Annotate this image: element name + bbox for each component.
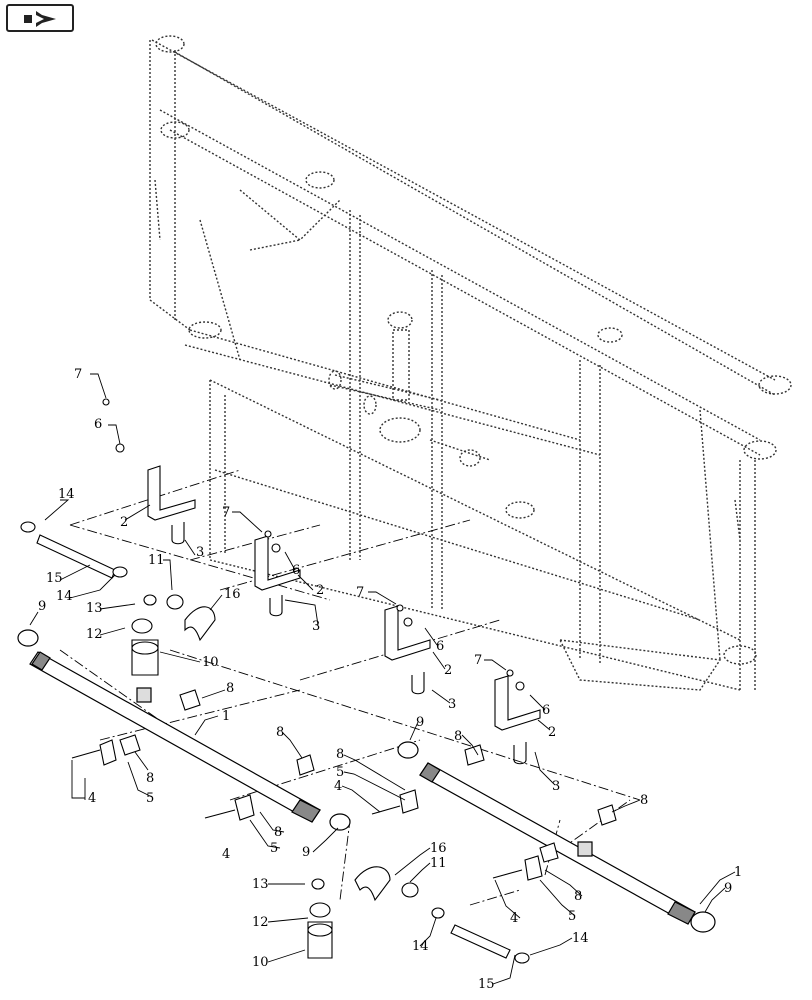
callout-label: 9 [302, 845, 310, 860]
callout-label: 16 [224, 587, 241, 602]
callout-label: 7 [222, 505, 230, 520]
callout-leaders [29, 373, 736, 985]
callout-label: 8 [276, 725, 284, 740]
callout-label: 7 [356, 585, 364, 600]
callout-label: 8 [454, 729, 462, 744]
callout-label: 11 [430, 856, 447, 871]
callout-label: 9 [38, 599, 46, 614]
callout-label: 14 [56, 589, 73, 604]
callout-label: 7 [74, 367, 82, 382]
callout-label: 1 [222, 709, 230, 724]
callout-label: 5 [146, 791, 154, 806]
callout-label: 1 [734, 865, 742, 880]
callout-label: 16 [430, 841, 447, 856]
callout-label: 6 [542, 703, 550, 718]
callout-label: 13 [252, 877, 269, 892]
callout-label: 4 [334, 779, 342, 794]
callout-label: 13 [86, 601, 103, 616]
callout-label: 12 [252, 915, 269, 930]
callout-label: 6 [292, 563, 300, 578]
callout-label: 8 [226, 681, 234, 696]
end-caps [17, 629, 716, 933]
callout-label: 2 [316, 583, 324, 598]
callout-label: 15 [478, 977, 495, 992]
callout-label: 7 [474, 653, 482, 668]
callout-label: 10 [202, 655, 219, 670]
callout-label: 5 [568, 909, 576, 924]
callout-labels: 7 6 14 2 3 15 14 11 13 12 16 9 10 8 1 4 … [38, 367, 742, 992]
callout-label: 3 [312, 619, 320, 634]
callout-label: 3 [196, 545, 204, 560]
callout-label: 8 [640, 793, 648, 808]
callout-label: 15 [46, 571, 63, 586]
callout-label: 14 [58, 487, 75, 502]
callout-label: 8 [336, 747, 344, 762]
pipe-left [29, 651, 321, 823]
pipe-right [419, 762, 696, 925]
callout-label: 4 [222, 847, 230, 862]
callout-label: 5 [336, 765, 344, 780]
callout-label: 8 [574, 889, 582, 904]
boom-frame [149, 35, 792, 691]
callout-label: 6 [94, 417, 102, 432]
callout-label: 14 [572, 931, 589, 946]
callout-label: 8 [274, 825, 282, 840]
nav-button[interactable] [6, 4, 74, 32]
callout-label: 4 [88, 791, 96, 806]
callout-label: 4 [510, 911, 518, 926]
forward-arrow-icon [24, 11, 56, 27]
callout-label: 9 [724, 881, 732, 896]
callout-label: 2 [444, 663, 452, 678]
callout-label: 2 [548, 725, 556, 740]
callout-label: 3 [448, 697, 456, 712]
callout-label: 5 [270, 841, 278, 856]
callout-label: 11 [148, 553, 165, 568]
callout-label: 9 [416, 715, 424, 730]
callout-label: 10 [252, 955, 269, 970]
u-bolts [171, 522, 527, 765]
callout-label: 6 [436, 639, 444, 654]
callout-label: 12 [86, 627, 103, 642]
callout-label: 8 [146, 771, 154, 786]
bolts-and-nuts [71, 398, 525, 879]
hose-fittings-upper [20, 521, 216, 676]
hose-fittings-lower [307, 866, 530, 964]
brackets [99, 465, 617, 881]
callout-label: 3 [552, 779, 560, 794]
callout-label: 2 [120, 515, 128, 530]
valve-assembly [328, 311, 535, 519]
callout-label: 14 [412, 939, 429, 954]
